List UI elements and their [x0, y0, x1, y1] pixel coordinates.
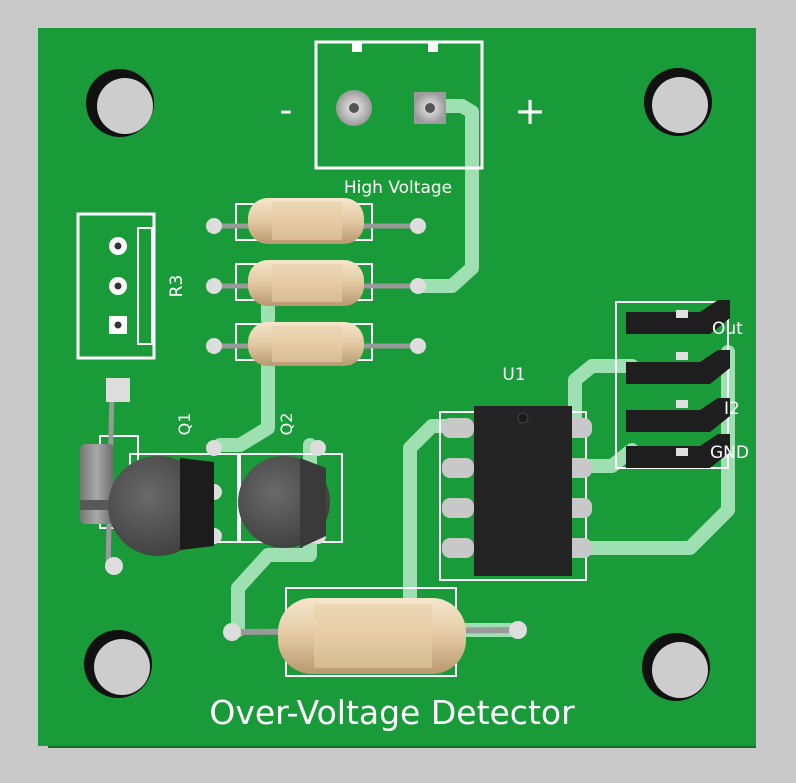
- u1-notch: [517, 412, 529, 424]
- board-title: Over-Voltage Detector: [209, 693, 575, 732]
- resistor-r3: [206, 260, 426, 306]
- resistor-r2: [206, 198, 426, 244]
- plus-sign: +: [514, 89, 546, 133]
- connector-high-voltage: - + High Voltage: [280, 40, 546, 198]
- transistor-q1: Q1: [108, 413, 241, 556]
- pin-header: Out I2 GND: [615, 300, 749, 469]
- q2-flat-side: [300, 458, 326, 548]
- header-pin3-label: GND: [710, 443, 749, 463]
- trace-r4-q1: [213, 347, 275, 452]
- header-pin1-label: Out: [712, 319, 743, 339]
- trace-plus-to-r3: [411, 99, 479, 293]
- u1-left-pins: [442, 418, 474, 558]
- connector-3pin-outline: [76, 212, 156, 360]
- connector-label: High Voltage: [344, 178, 452, 198]
- pad-minus-hole: [349, 103, 359, 113]
- pad-plus-hole: [425, 103, 435, 113]
- ic-u1: U1: [439, 365, 592, 581]
- resistor-r5: [223, 587, 527, 677]
- u1-body: [474, 406, 572, 576]
- connector-key-right: [428, 42, 438, 52]
- q1-flat-side: [180, 458, 214, 550]
- header-pins: [626, 300, 730, 468]
- connector-outline: [314, 40, 484, 170]
- resistor-r4: [206, 322, 426, 366]
- minus-sign: -: [280, 90, 293, 131]
- diode-d1: [80, 378, 139, 575]
- mounting-hole-bottom-right: [642, 633, 710, 701]
- copper-traces: [213, 99, 735, 647]
- trace-u1-out: [568, 359, 639, 433]
- pcb-board: [38, 28, 756, 748]
- mounting-hole-bottom-left: [84, 630, 152, 698]
- mounting-hole-top-right: [644, 68, 712, 136]
- mounting-hole-top-left: [86, 69, 154, 137]
- q2-label: Q2: [277, 413, 296, 436]
- connector-3pin: [76, 212, 156, 360]
- r3-label: R3: [167, 275, 187, 298]
- connector-3pin-tab: [137, 227, 153, 345]
- mounting-holes: [84, 68, 712, 701]
- diode-pad-square: [106, 378, 130, 402]
- transistor-q2: Q2: [237, 413, 343, 548]
- diode-pad-round: [105, 557, 123, 575]
- q1-label: Q1: [175, 413, 194, 436]
- header-pin2-label: I2: [724, 399, 740, 419]
- connector-key-left: [352, 42, 362, 52]
- u1-label: U1: [502, 365, 525, 385]
- diode-band: [80, 500, 114, 510]
